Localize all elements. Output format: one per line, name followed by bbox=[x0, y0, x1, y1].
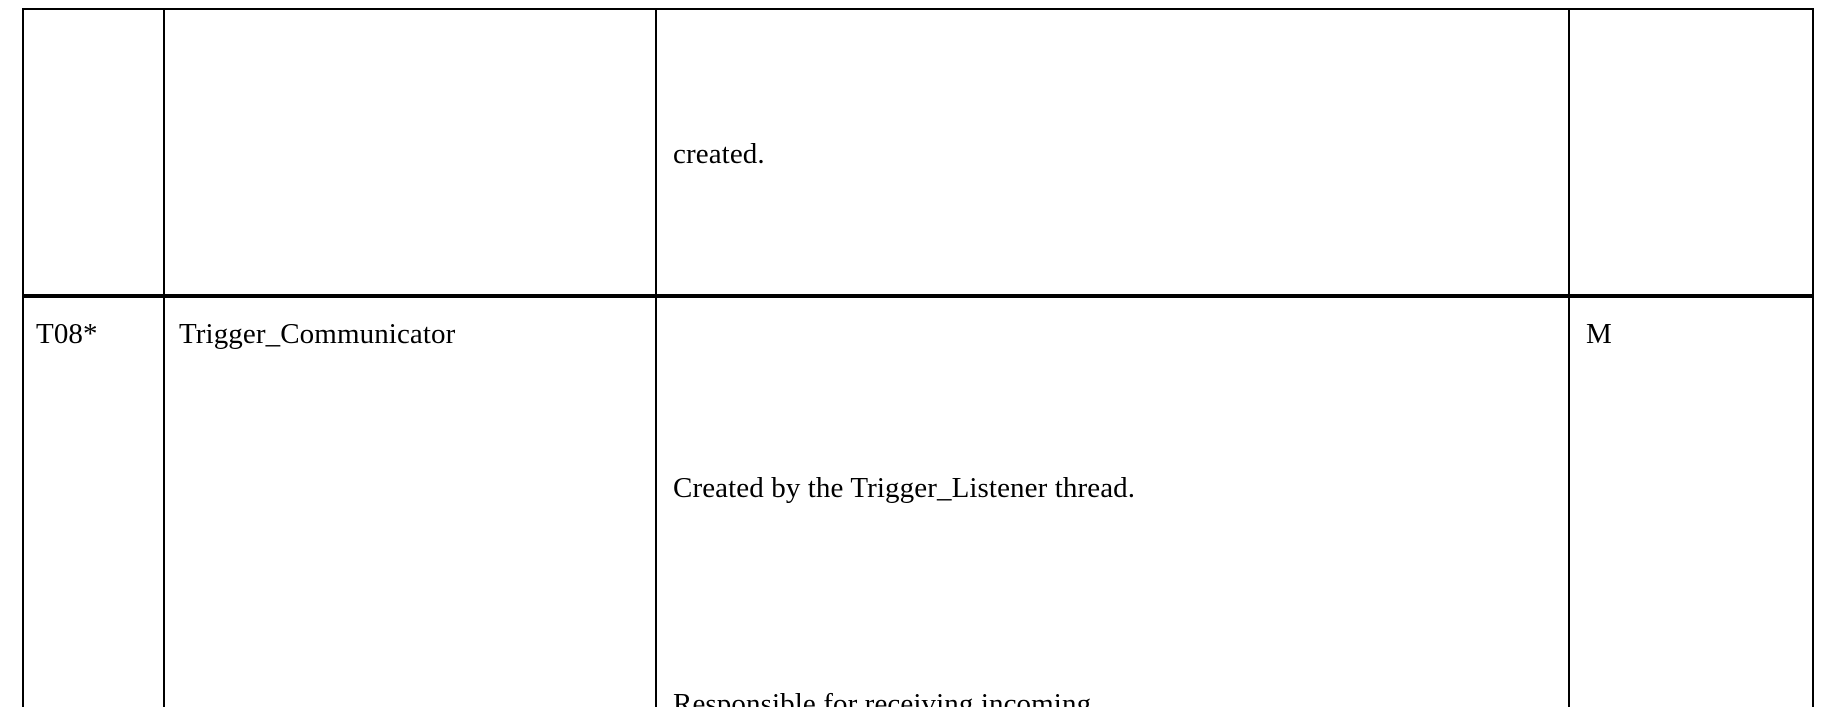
cell-thread-name: Trigger_Communicator bbox=[163, 295, 657, 707]
thread-id-value: T08* bbox=[36, 318, 98, 350]
cell-type bbox=[1568, 8, 1814, 298]
type-value bbox=[1570, 10, 1812, 298]
description-text: Created by the Trigger_Listener thread. … bbox=[657, 298, 1568, 707]
thread-name-value: Trigger_Communicator bbox=[179, 318, 456, 350]
cell-thread-name bbox=[163, 8, 657, 298]
description-line: Responsible for receiving incoming bbox=[673, 688, 1092, 707]
cell-description: Created by the Trigger_Listener thread. … bbox=[655, 295, 1570, 707]
description-line: Created by the Trigger_Listener thread. bbox=[673, 472, 1136, 504]
table-row: T08* Trigger_Communicator Created by the… bbox=[22, 295, 1814, 707]
thread-id-value bbox=[24, 10, 163, 298]
thread-name-value bbox=[165, 10, 655, 298]
description-line: created. bbox=[673, 138, 765, 170]
cell-description: created. bbox=[655, 8, 1570, 298]
cell-thread-id bbox=[22, 8, 165, 298]
cell-type: M bbox=[1568, 295, 1814, 707]
cell-thread-id: T08* bbox=[22, 295, 165, 707]
type-value: M bbox=[1586, 318, 1612, 350]
description-text: created. bbox=[657, 10, 1568, 294]
thread-description-table: created. T08* Trigger_Communicator Creat… bbox=[22, 8, 1814, 707]
table-row: created. bbox=[22, 8, 1814, 298]
